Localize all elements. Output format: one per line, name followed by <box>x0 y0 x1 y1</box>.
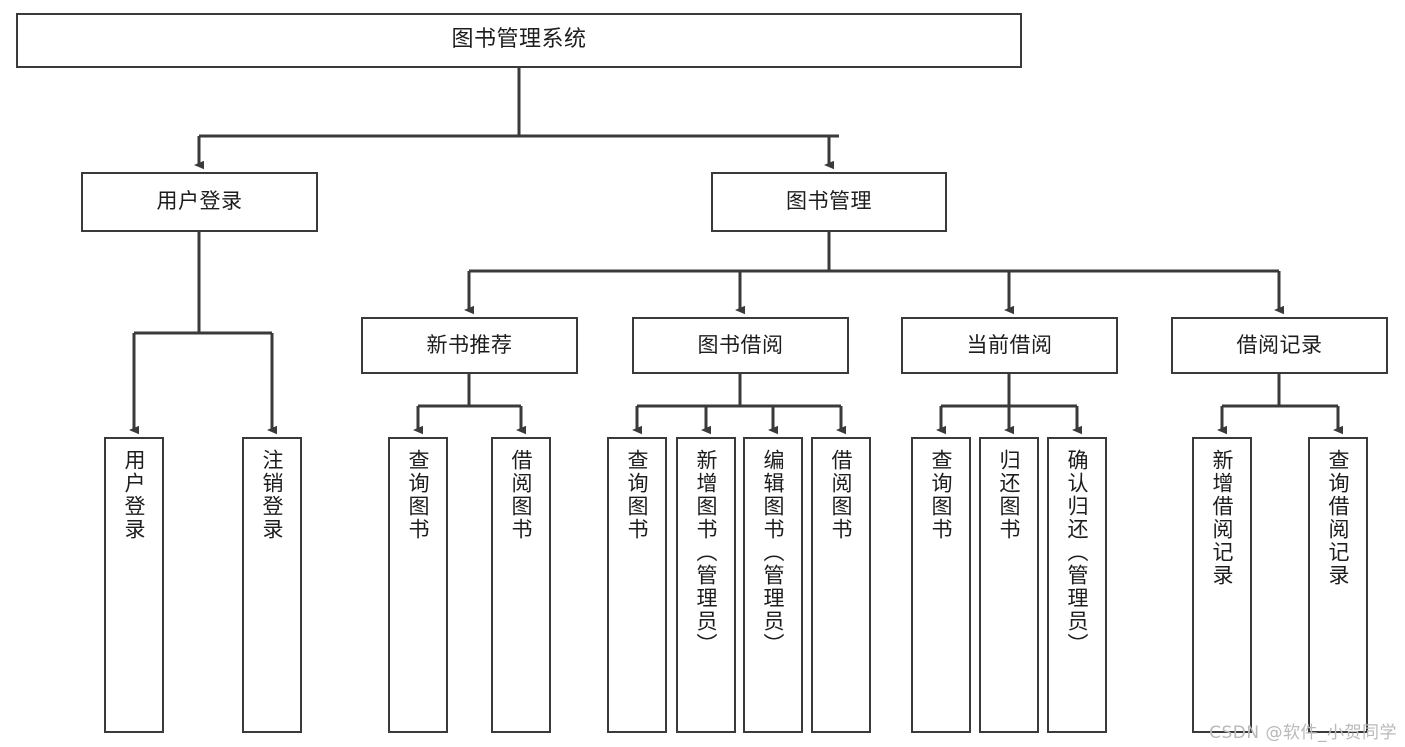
node-label: 新书推荐 <box>426 332 513 357</box>
leaf-book-borrow-borrow-book[interactable]: 借阅图书 <box>811 437 871 733</box>
node-label: 图书管理 <box>786 189 872 214</box>
node-book-management[interactable]: 图书管理 <box>711 172 947 232</box>
node-current-borrow[interactable]: 当前借阅 <box>901 317 1118 374</box>
watermark-text: CSDN @软件_小贺同学 <box>1209 723 1397 743</box>
node-label: 借阅图书 <box>509 449 534 541</box>
node-label: 注销登录 <box>260 449 285 541</box>
leaf-current-borrow-return-book[interactable]: 归还图书 <box>979 437 1039 733</box>
node-label: 查询图书 <box>929 449 954 541</box>
leaf-book-borrow-edit-book-admin[interactable]: 编辑图书（管理员） <box>743 437 803 733</box>
node-label: 新增图书（管理员） <box>694 449 719 656</box>
node-label: 借阅图书 <box>829 449 854 541</box>
leaf-current-borrow-confirm-return-admin[interactable]: 确认归还（管理员） <box>1047 437 1107 733</box>
node-label: 查询借阅记录 <box>1326 449 1351 587</box>
node-label: 用户登录 <box>156 189 243 214</box>
node-book-borrow[interactable]: 图书借阅 <box>632 317 849 374</box>
node-user-login[interactable]: 用户登录 <box>81 172 318 232</box>
leaf-user-login-logout[interactable]: 注销登录 <box>242 437 302 733</box>
node-label: 编辑图书（管理员） <box>761 449 786 656</box>
node-label: 当前借阅 <box>966 332 1053 357</box>
node-borrow-record[interactable]: 借阅记录 <box>1171 317 1388 374</box>
leaf-borrow-record-add-record[interactable]: 新增借阅记录 <box>1192 437 1252 733</box>
node-label: 用户登录 <box>122 449 147 541</box>
leaf-borrow-record-query-record[interactable]: 查询借阅记录 <box>1308 437 1368 733</box>
node-label: 查询图书 <box>625 449 650 541</box>
leaf-book-borrow-add-book-admin[interactable]: 新增图书（管理员） <box>676 437 736 733</box>
leaf-new-book-query-book[interactable]: 查询图书 <box>388 437 448 733</box>
node-label: 借阅记录 <box>1236 332 1323 357</box>
leaf-current-borrow-query-book[interactable]: 查询图书 <box>911 437 971 733</box>
node-root-book-management-system[interactable]: 图书管理系统 <box>16 13 1022 68</box>
leaf-book-borrow-query-book[interactable]: 查询图书 <box>607 437 667 733</box>
node-label: 图书借阅 <box>697 332 784 357</box>
node-label: 新增借阅记录 <box>1210 449 1235 587</box>
node-label: 查询图书 <box>406 449 431 541</box>
leaf-user-login-login[interactable]: 用户登录 <box>104 437 164 733</box>
node-new-book-recommend[interactable]: 新书推荐 <box>361 317 578 374</box>
node-label: 归还图书 <box>997 449 1022 541</box>
node-label: 确认归还（管理员） <box>1065 449 1090 656</box>
node-label: 图书管理系统 <box>451 27 587 53</box>
leaf-new-book-borrow-book[interactable]: 借阅图书 <box>491 437 551 733</box>
